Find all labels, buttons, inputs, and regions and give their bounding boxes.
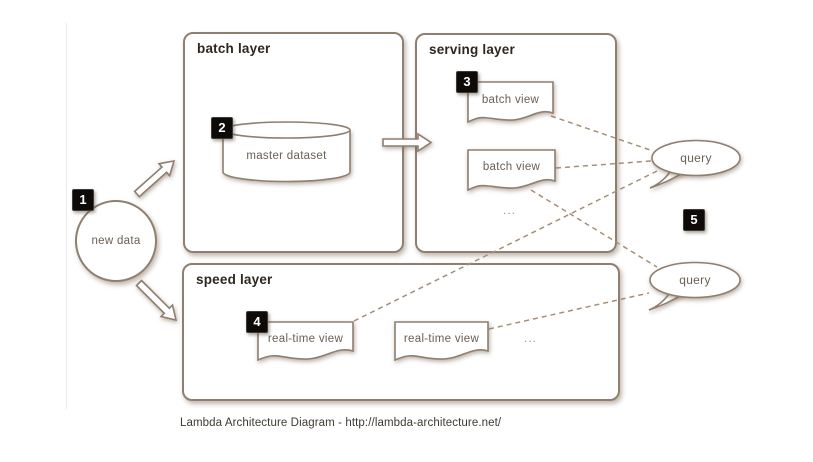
badge-2-master-dataset: 2	[211, 117, 233, 139]
diagram-caption: Lambda Architecture Diagram - http://lam…	[180, 417, 502, 429]
arrow-newdata-to-speed	[135, 279, 178, 322]
query-top-label: query	[680, 151, 712, 165]
batch-layer-title: batch layer	[197, 41, 271, 56]
slide-edge-line	[66, 23, 67, 409]
serving-layer-box	[415, 33, 617, 253]
new-data-node: new data	[75, 200, 157, 282]
speed-layer-title: speed layer	[196, 272, 273, 287]
serving-layer-title: serving layer	[429, 42, 515, 57]
batch-view-1-label: batch view	[481, 94, 540, 106]
badge-3-batch-view: 3	[456, 71, 478, 93]
badge-1-new-data: 1	[72, 189, 94, 211]
realtime-view-1-label: real-time view	[267, 333, 344, 345]
speech-bubble-query-bottom-tail	[648, 290, 686, 311]
speed-layer-ellipsis: ...	[524, 331, 538, 345]
serving-layer-ellipsis: ...	[503, 203, 517, 217]
master-dataset-label: master dataset	[246, 150, 327, 162]
new-data-label: new data	[91, 235, 141, 247]
arrow-newdata-to-batch	[133, 159, 176, 198]
query-bottom-label: query	[679, 273, 711, 287]
realtime-view-2-label: real-time view	[403, 333, 480, 345]
batch-view-2-label: batch view	[482, 161, 541, 173]
badge-4-realtime-view: 4	[246, 311, 268, 333]
batch-layer-box	[183, 32, 404, 253]
badge-5-query: 5	[683, 209, 705, 231]
speech-bubble-query-top-tail	[649, 168, 687, 189]
